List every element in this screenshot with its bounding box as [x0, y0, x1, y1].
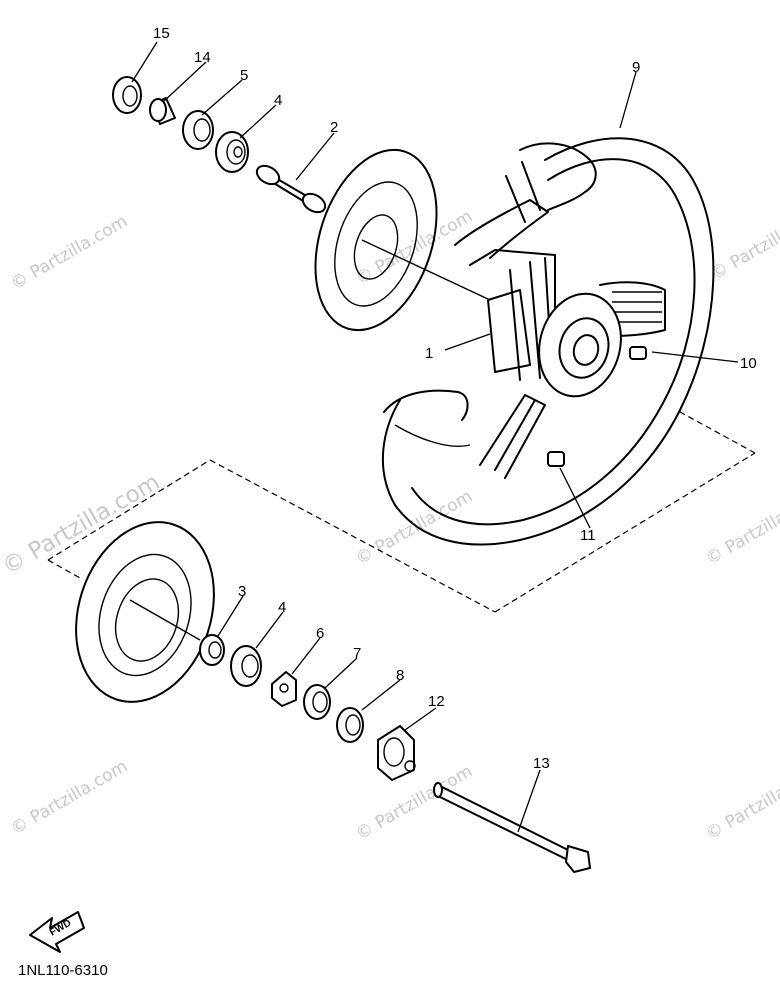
- callout-3: 3: [238, 583, 246, 600]
- callout-14: 14: [194, 49, 211, 66]
- watermark-6: © Partzilla.com: [8, 756, 132, 839]
- clutch-retainer-6: [271, 671, 297, 707]
- leader-lines: [129, 41, 739, 833]
- collar-14: [149, 97, 176, 125]
- callout-10: 10: [740, 355, 757, 372]
- air-valve: [629, 346, 647, 360]
- wheel-tire: [381, 137, 715, 546]
- watermark-4: © Partzilla.com: [353, 486, 477, 569]
- balance-weight: [547, 451, 565, 467]
- callout-4-upper: 4: [274, 92, 282, 109]
- bearing-5: [182, 110, 214, 150]
- callout-numbers: 15 14 5 4 2 9 1 10 11 3 4 6 7 8 12 13: [153, 25, 757, 772]
- watermark-5: © Partzilla.com: [703, 486, 780, 569]
- callout-15: 15: [153, 25, 170, 42]
- lower-brake-disc: [75, 521, 215, 703]
- callout-8: 8: [396, 667, 404, 684]
- callout-11: 11: [580, 527, 596, 544]
- wheel-axle: [433, 782, 591, 873]
- callout-5: 5: [240, 67, 248, 84]
- callout-4-lower: 4: [278, 599, 286, 616]
- callout-2: 2: [330, 119, 338, 136]
- watermark-1: © Partzilla.com: [8, 211, 132, 294]
- collar-8: [336, 707, 364, 743]
- watermark-3: © Partzilla.com: [708, 201, 780, 284]
- wheel-hub: [454, 199, 666, 479]
- fwd-arrow-icon: FWD: [29, 911, 85, 953]
- oil-seal-3: [199, 634, 225, 666]
- callout-6: 6: [316, 625, 324, 642]
- diagram-code: 1NL110-6310: [18, 962, 108, 979]
- watermark-7: © Partzilla.com: [353, 761, 477, 844]
- collar-part: [255, 164, 327, 214]
- oil-seal-15: [112, 76, 142, 114]
- upper-brake-disc: [314, 148, 438, 332]
- callout-13: 13: [533, 755, 550, 772]
- bearing-lower: [230, 645, 262, 687]
- callout-12: 12: [428, 693, 445, 710]
- callout-1: 1: [425, 345, 433, 362]
- dashed-outline: [47, 411, 756, 613]
- callout-7: 7: [353, 645, 361, 662]
- oil-seal-7: [303, 684, 331, 720]
- meter-gear-12: [377, 725, 416, 781]
- watermark-8: © Partzilla.com: [703, 761, 780, 844]
- callout-9: 9: [632, 59, 640, 76]
- bearing-upper: [215, 131, 249, 173]
